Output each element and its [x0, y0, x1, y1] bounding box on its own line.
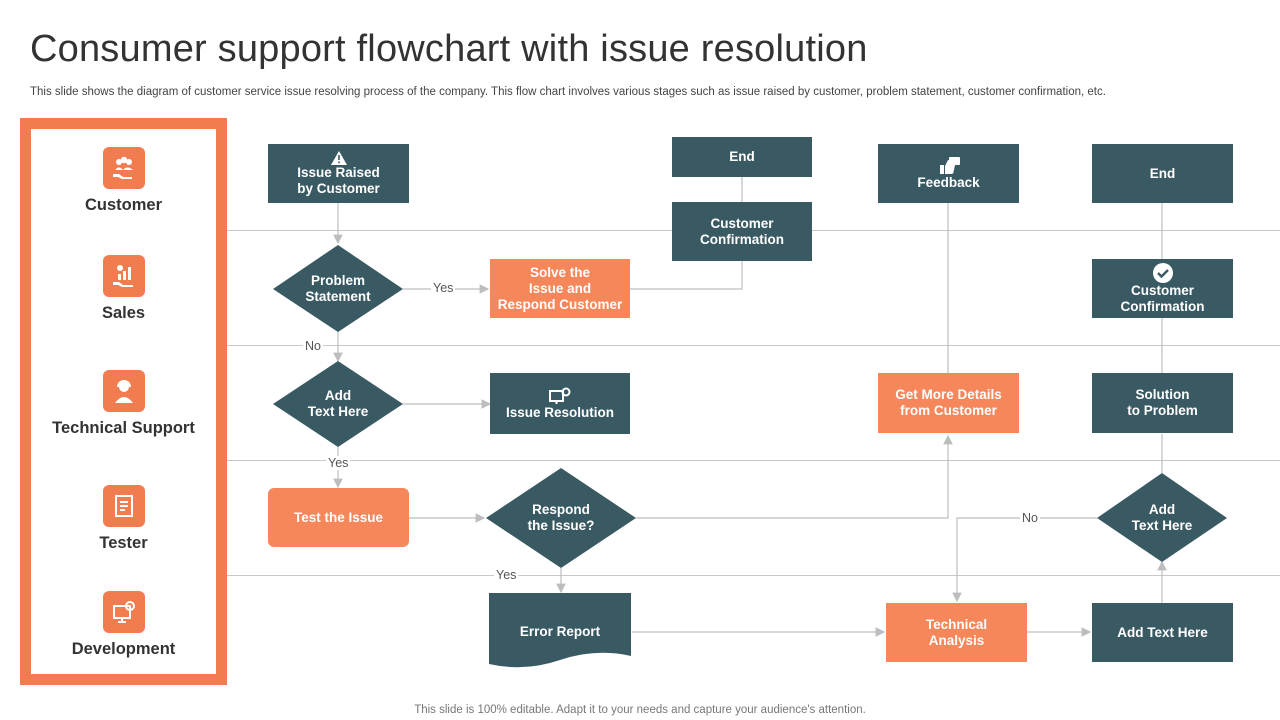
- slide-subtitle: This slide shows the diagram of customer…: [30, 86, 1106, 98]
- yes-label: Yes: [431, 281, 456, 295]
- error-report-label: Error Report: [519, 624, 601, 639]
- issue-raised-node: Issue Raised by Customer: [268, 144, 409, 203]
- lane-sales: Sales: [31, 255, 216, 323]
- error-report-document-shape: [489, 593, 631, 668]
- lane-divider: [30, 230, 1280, 231]
- people-hand-icon: [102, 147, 145, 189]
- node-label: Feedback: [917, 174, 980, 190]
- thumbs-up-chat-icon: [939, 156, 960, 174]
- node-label: Customer Confirmation: [700, 215, 784, 247]
- solution-to-problem-node: Solution to Problem: [1092, 373, 1233, 433]
- feedback-node: Feedback: [878, 144, 1019, 203]
- customer-confirmation-node-2: Customer Confirmation: [1092, 259, 1233, 318]
- problem-statement-diamond: [273, 245, 403, 332]
- node-label: End: [729, 149, 755, 164]
- lane-divider: [30, 345, 1280, 346]
- checklist-icon: [102, 485, 145, 527]
- test-the-issue-node: Test the Issue: [268, 488, 409, 547]
- issue-resolution-node: Issue Resolution: [490, 373, 630, 434]
- node-label: Customer Confirmation: [1120, 282, 1205, 314]
- node-label: Issue Resolution: [505, 404, 615, 420]
- end-node-1: End: [672, 137, 812, 177]
- respond-issue-label: Respond the Issue?: [527, 502, 595, 533]
- end-node-2: End: [1092, 144, 1233, 203]
- lane-label: Technical Support: [52, 419, 195, 437]
- lane-label: Development: [71, 640, 176, 658]
- warning-icon: [330, 150, 347, 165]
- slide-footer: This slide is 100% editable. Adapt it to…: [414, 704, 866, 716]
- swimlane-panel: [20, 118, 227, 685]
- sales-growth-hand-icon: [102, 255, 145, 297]
- lane-divider: [30, 575, 1280, 576]
- lane-technical-support: Technical Support: [31, 370, 216, 438]
- lane-development: Development: [31, 591, 216, 659]
- no-label: No: [1020, 511, 1040, 525]
- add-text-here-node: Add Text Here: [1092, 603, 1233, 662]
- lane-label: Tester: [99, 534, 148, 552]
- add-text-label-2: Add Text Here: [1131, 502, 1193, 533]
- code-gear-monitor-icon: [102, 591, 145, 633]
- technical-analysis-node: Technical Analysis: [886, 603, 1027, 662]
- yes-label: Yes: [326, 456, 351, 470]
- lane-tester: Tester: [31, 485, 216, 553]
- problem-statement-label: Problem Statement: [305, 273, 371, 304]
- lane-label: Customer: [84, 196, 162, 214]
- customer-confirmation-node-1: Customer Confirmation: [672, 202, 812, 261]
- slide-title: Consumer support flowchart with issue re…: [30, 28, 868, 70]
- monitor-gear-icon: [549, 387, 571, 404]
- get-more-details-node: Get More Details from Customer: [878, 373, 1019, 433]
- add-text-diamond-1: [273, 361, 403, 447]
- add-text-label-1: Add Text Here: [307, 388, 369, 419]
- lane-divider: [30, 460, 1280, 461]
- respond-issue-diamond: [486, 468, 636, 568]
- support-agent-icon: [102, 370, 145, 412]
- lane-label: Sales: [101, 304, 146, 322]
- solve-issue-node: Solve the Issue and Respond Customer: [490, 259, 630, 318]
- add-text-diamond-2: [1097, 473, 1227, 562]
- yes-label: Yes: [494, 568, 519, 582]
- no-label: No: [303, 339, 323, 353]
- lane-customer: Customer: [31, 147, 216, 215]
- node-label: Issue Raised by Customer: [297, 164, 380, 196]
- node-label: End: [1149, 165, 1176, 181]
- check-circle-icon: [1152, 262, 1173, 283]
